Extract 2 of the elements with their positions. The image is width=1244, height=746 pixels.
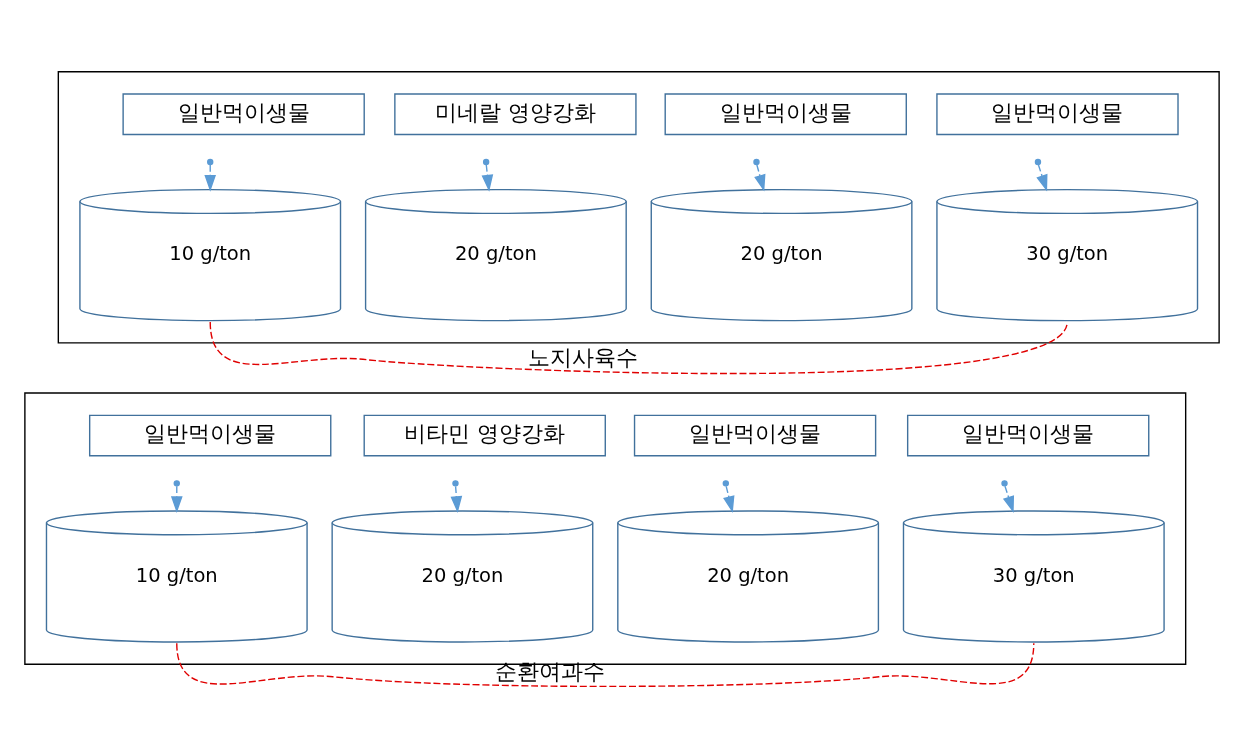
edge-label: 노지사육수: [527, 343, 638, 370]
edge-label: 순환여과수: [495, 657, 606, 684]
